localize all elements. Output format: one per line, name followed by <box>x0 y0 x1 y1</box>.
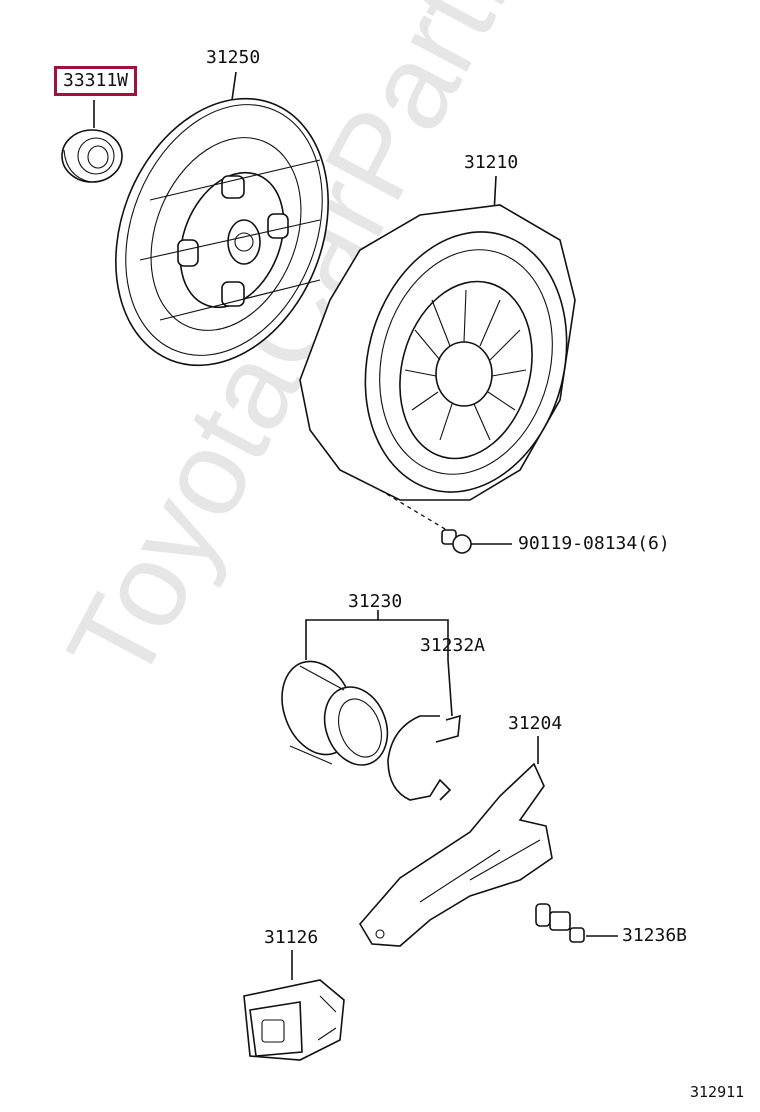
label-31210[interactable]: 31210 <box>464 152 519 173</box>
boot-part[interactable] <box>243 950 345 1061</box>
clip-part[interactable] <box>387 659 461 801</box>
label-31204[interactable]: 31204 <box>508 713 563 734</box>
label-90119-08134[interactable]: 90119-08134(6) <box>518 533 670 554</box>
label-31250[interactable]: 31250 <box>206 47 261 68</box>
clutch-disc-part[interactable] <box>78 67 367 398</box>
release-fork-part[interactable] <box>359 736 553 947</box>
label-31230[interactable]: 31230 <box>348 591 403 612</box>
clutch-cover-part[interactable] <box>299 175 595 515</box>
bolt-part[interactable] <box>379 489 512 554</box>
pivot-stud-part[interactable] <box>535 903 618 943</box>
release-bearing-hub-part[interactable] <box>270 610 449 774</box>
release-bearing-part[interactable] <box>61 100 123 183</box>
label-31126[interactable]: 31126 <box>264 927 319 948</box>
label-31232a[interactable]: 31232A <box>420 635 486 656</box>
label-33311w[interactable]: 33311W <box>54 66 138 96</box>
label-31236b[interactable]: 31236B <box>622 925 688 946</box>
diagram-id: 312911 <box>690 1083 745 1101</box>
